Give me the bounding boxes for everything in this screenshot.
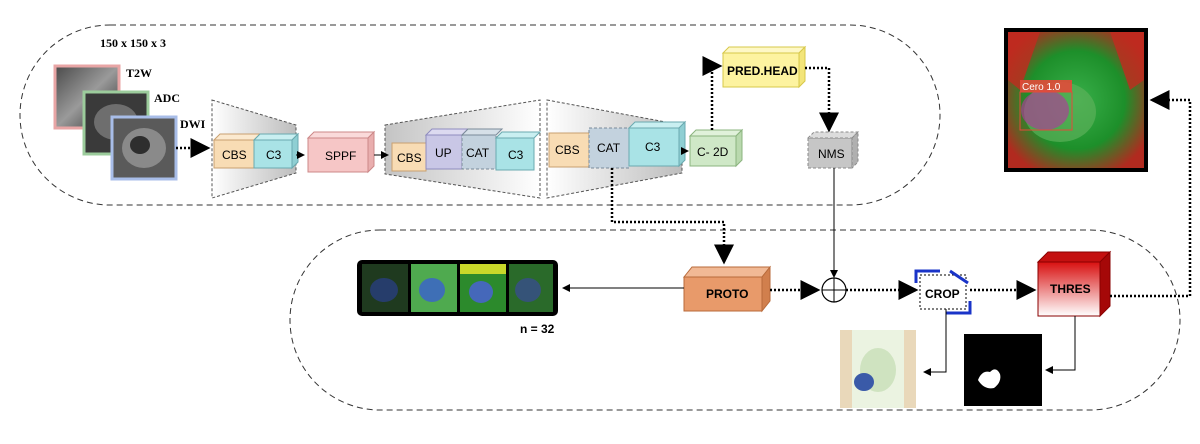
backbone-region (19, 24, 941, 206)
prototype-masks (357, 260, 558, 316)
proto-label: PROTO (706, 287, 748, 301)
sppf-label: SPPF (325, 149, 356, 163)
sppf-block: SPPF (306, 130, 376, 174)
block2-up: UP (424, 128, 470, 170)
crop-block: CROP (914, 269, 972, 315)
block2-cbs: CBS (391, 142, 427, 172)
conv2d-label: C- 2D (697, 145, 729, 159)
detection-output: Cero 1.0 (1004, 28, 1148, 172)
block3-cat-label: CAT (597, 141, 621, 155)
channel-label-dwi: DWI (180, 117, 206, 131)
mask-branch-region (289, 229, 1181, 411)
block2-up-label: UP (435, 146, 452, 160)
conv2d-block: C- 2D (688, 128, 744, 168)
block1-c3-label: C3 (266, 148, 282, 162)
input-size-label: 150 x 150 x 3 (100, 36, 166, 50)
proto-block: PROTO (682, 265, 772, 313)
detection-label: Cero 1.0 (1022, 82, 1061, 93)
nms-block: NMS (806, 130, 860, 170)
thres-block: THRES (1036, 250, 1112, 318)
arrow-crop-to-cropped (923, 309, 947, 376)
arrow-thres-to-binary (1045, 316, 1076, 374)
channel-label-t2w: T2W (126, 66, 152, 80)
channel-label-adc: ADC (154, 91, 180, 105)
block3-cbs: CBS (548, 132, 590, 168)
binary-mask-output (964, 334, 1042, 406)
nms-label: NMS (818, 147, 845, 161)
block2-cbs-label: CBS (397, 151, 422, 165)
block3-c3-label: C3 (645, 140, 661, 154)
thres-label: THRES (1050, 282, 1091, 296)
block3-cbs-label: CBS (555, 143, 580, 157)
block1-cbs-label: CBS (222, 148, 247, 162)
block2-c3: C3 (494, 131, 542, 171)
arrow-conv2d-to-predhead (702, 56, 723, 130)
block3-c3: C3 (627, 120, 687, 168)
arrow-thres-to-detection (1110, 90, 1192, 298)
arrow-block3-to-proto (610, 168, 734, 265)
pred-head-block: PRED.HEAD (721, 45, 807, 89)
block2-cat: CAT (460, 128, 504, 170)
block1-cbs: CBS (212, 133, 262, 169)
arrow-predhead-to-nms (805, 66, 839, 133)
pred-head-label: PRED.HEAD (727, 64, 798, 78)
sum-node (821, 277, 847, 303)
prototype-count: n = 32 (520, 322, 555, 336)
block2-cat-label: CAT (466, 146, 490, 160)
cropped-mask-overlay (840, 330, 916, 408)
block3-cat: CAT (588, 127, 630, 169)
block2-c3-label: C3 (508, 148, 524, 162)
block1-c3: C3 (252, 132, 300, 170)
input-image-dwi (110, 115, 178, 181)
crop-label: CROP (925, 287, 960, 301)
